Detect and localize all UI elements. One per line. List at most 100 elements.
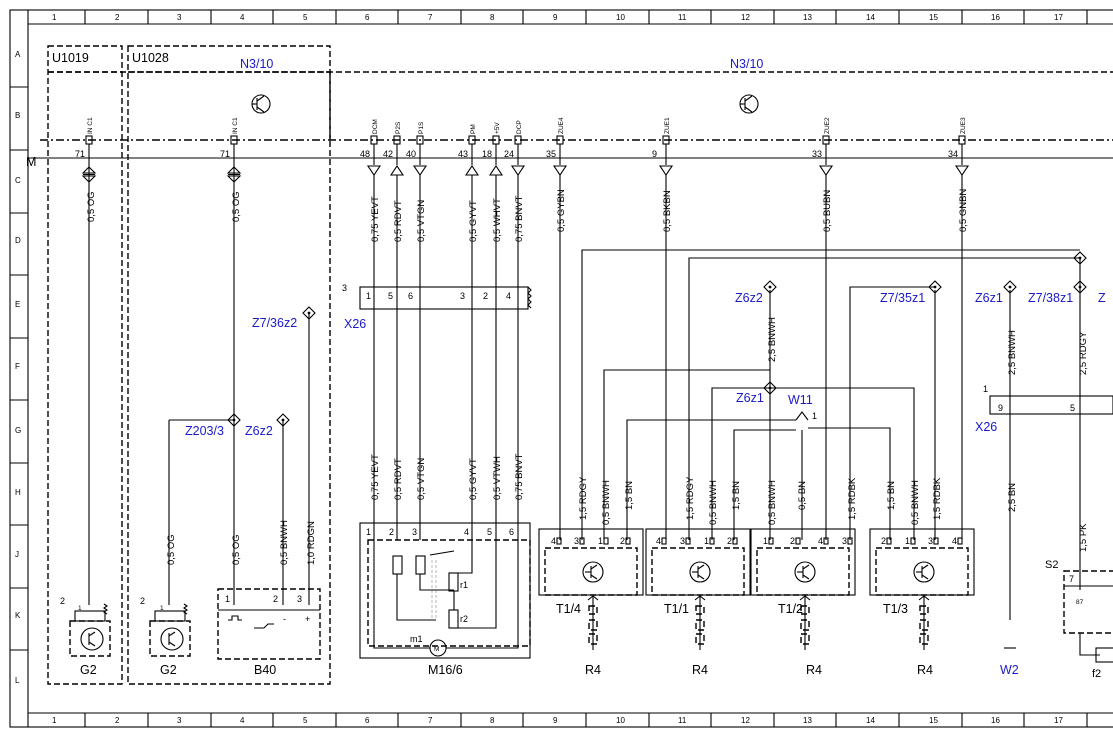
frame-border	[9, 9, 1113, 728]
column-label: 14	[866, 13, 875, 22]
wire-label: 0,5 BKBN	[662, 190, 673, 232]
svg-text:P2S: P2S	[395, 121, 402, 134]
x26-right-connector: 1 9 5	[983, 384, 1113, 415]
m16-pin-3: 3	[412, 527, 417, 537]
stage-pin: 1	[905, 536, 910, 546]
stage-pin: 3	[574, 536, 579, 546]
s2-pin-87: 87	[1076, 599, 1084, 606]
b40-pin-3: 3	[297, 594, 302, 604]
sensor-b40: 1 2 3 - +	[217, 588, 321, 660]
wire-label: 0,5 BNWH	[279, 520, 290, 565]
node-label: Z203/3	[185, 424, 224, 438]
row-label: C	[15, 176, 21, 185]
column-label: 12	[741, 716, 750, 725]
svg-text:P1S: P1S	[418, 121, 425, 134]
row-label: A	[15, 50, 21, 59]
t1-4-label: T1/4	[556, 602, 581, 616]
m16-6-label: M16/6	[428, 663, 463, 677]
wire-label: 0,5 BNWH	[910, 480, 921, 525]
column-grid: 1122334455667788991010111112121313141415…	[52, 10, 1088, 727]
stage-pin: 3	[680, 536, 685, 546]
m16-pin-5: 5	[487, 527, 492, 537]
column-label: 10	[616, 13, 625, 22]
x26b-pin-9: 9	[998, 403, 1003, 413]
motor-icon: M	[434, 646, 439, 653]
svg-text:ZUE3: ZUE3	[960, 117, 967, 134]
x26-pin-6: 6	[408, 291, 413, 301]
column-label: 17	[1054, 716, 1063, 725]
svg-text:18: 18	[482, 149, 492, 159]
m16-wires	[373, 175, 519, 540]
column-label: 12	[741, 13, 750, 22]
s2-pin-7: 7	[1069, 574, 1074, 584]
wire-label: 0,5 VTWH	[492, 456, 503, 500]
wire-label: 0,5 BNWH	[601, 480, 612, 525]
node-label: Z7/35z1	[880, 291, 925, 305]
column-label: 8	[490, 716, 495, 725]
svg-text:71: 71	[220, 149, 230, 159]
b40-pin-2: 2	[273, 594, 278, 604]
column-label: 2	[115, 13, 120, 22]
wire-label: 2,5 BN	[1007, 483, 1018, 512]
r2-label: r2	[460, 614, 468, 624]
left-wiring	[88, 165, 310, 605]
column-label: 4	[240, 13, 245, 22]
wire-label: 0,5 VTGN	[416, 200, 427, 242]
column-label: 16	[991, 716, 1000, 725]
column-label: 9	[553, 716, 558, 725]
g2a-pin-2: 2	[60, 596, 65, 606]
g2a-pin-1: 1	[78, 605, 82, 612]
column-label: 3	[177, 13, 182, 22]
column-label: 17	[1054, 13, 1063, 22]
svg-text:34: 34	[948, 149, 958, 159]
node-label: Z	[1098, 291, 1106, 305]
wire-label: 0,5 BNWH	[708, 480, 719, 525]
svg-text:48: 48	[360, 149, 370, 159]
svg-text:DCM: DCM	[372, 119, 379, 134]
throttle-actuator-m16-6: M 1 2 3 4 5 6 r1 r2 m1	[359, 522, 531, 659]
b40-minus: -	[283, 614, 286, 624]
svg-text:33: 33	[812, 149, 822, 159]
g2-label-right: G2	[160, 663, 177, 677]
r4-label: R4	[692, 663, 708, 677]
stage-pin: 4	[818, 536, 823, 546]
wire-label: 0,5 VTGN	[416, 458, 427, 500]
svg-text:DCP: DCP	[516, 120, 523, 134]
column-label: 11	[678, 13, 687, 22]
row-label: L	[15, 676, 20, 685]
m16-pin-2: 2	[389, 527, 394, 537]
x26-label: X26	[344, 317, 366, 331]
svg-text:24: 24	[504, 149, 514, 159]
node-label: Z6z1	[975, 291, 1003, 305]
control-pin: ZUE3 34	[948, 117, 967, 165]
x26-connector-box	[359, 286, 529, 310]
t1-3-label: T1/3	[883, 602, 908, 616]
w2-label: W2	[1000, 663, 1019, 677]
node-label: Z6z2	[245, 424, 273, 438]
svg-text:43: 43	[458, 149, 468, 159]
wire-label: 0,5 RDVT	[393, 200, 404, 242]
r1-label: r1	[460, 580, 468, 590]
g2-label-left: G2	[80, 663, 97, 677]
wire-label: 1,5 PK	[1078, 523, 1089, 552]
g2b-pin-2: 2	[140, 596, 145, 606]
x26-pin-1: 1	[366, 291, 371, 301]
svg-text:9: 9	[652, 149, 657, 159]
wire-label: 0,5 GYVT	[468, 200, 479, 242]
x26-pin-3: 3	[460, 291, 465, 301]
sensor-g2-right: 2 1	[140, 596, 191, 657]
svg-text:IN C1: IN C1	[232, 117, 239, 134]
wire-labels: 0,5 OG 0,5 OG 0,75 YEVT 0,5 RDVT 0,5 VTG…	[86, 189, 1089, 565]
stage-pin: 1	[704, 536, 709, 546]
column-label: 5	[303, 716, 308, 725]
r4-label: R4	[917, 663, 933, 677]
row-label: D	[15, 236, 21, 245]
